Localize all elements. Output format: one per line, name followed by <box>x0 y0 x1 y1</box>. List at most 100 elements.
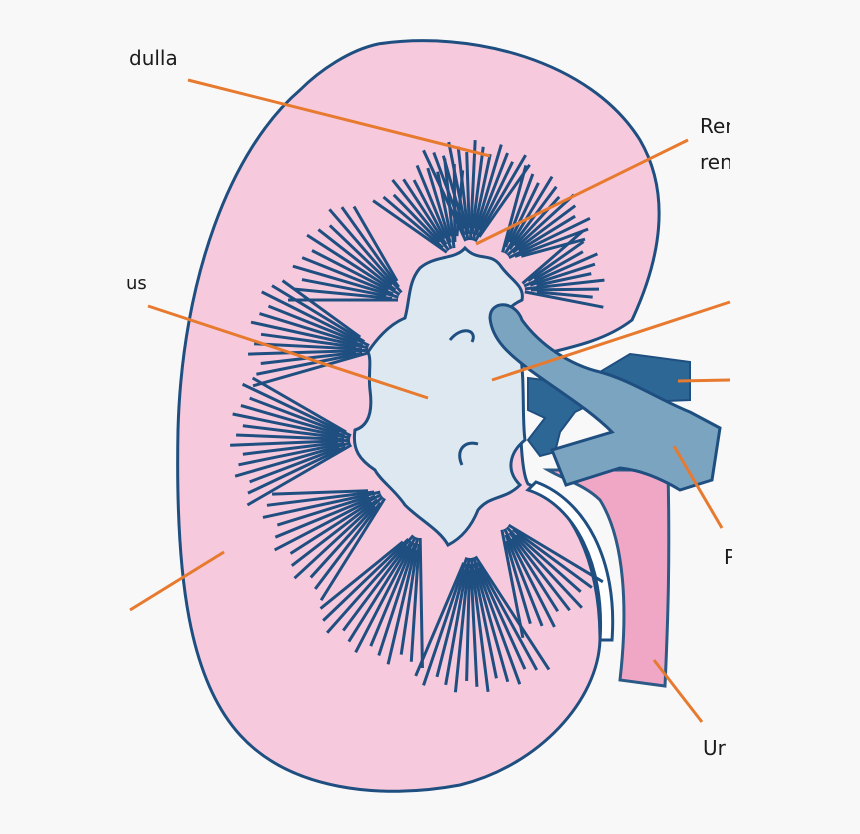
pyramid-striation <box>236 433 345 441</box>
leader-cortex <box>129 550 225 612</box>
pyramid-striation <box>500 529 525 639</box>
pyramid-striation <box>369 547 413 647</box>
pyramid-striation <box>347 540 413 643</box>
calyx-hook <box>448 329 475 343</box>
pyramid-striation <box>415 164 453 250</box>
renal-pelvis <box>352 245 527 547</box>
pyramid-striation <box>281 279 362 339</box>
pyramid-striation <box>465 152 471 229</box>
pyramid-striation <box>354 536 417 654</box>
pyramid-striation <box>504 540 532 625</box>
pyramid-striation <box>242 441 339 456</box>
pyramid-striation <box>536 290 593 299</box>
pyramid-striation <box>311 249 390 292</box>
pyramid-striation <box>372 199 448 254</box>
pyramid-striation <box>399 549 419 655</box>
pyramid-striation <box>250 320 369 350</box>
pyramid-striation <box>309 505 377 579</box>
pyramid-striation <box>503 175 554 255</box>
pyramid-striation <box>506 193 576 257</box>
pyramid-striation <box>290 498 379 567</box>
pyramid-striation <box>470 146 485 235</box>
leader-sinus <box>147 304 429 400</box>
pyramid-striation <box>256 351 363 376</box>
pyramid-striation <box>520 237 586 258</box>
pyramid-striation <box>518 214 576 252</box>
pyramid-striation <box>472 556 522 685</box>
pyramid-striation <box>386 537 420 665</box>
pyramid-striation <box>524 290 604 309</box>
hilum-gap <box>525 480 615 642</box>
pyramid-striation <box>301 278 387 298</box>
pyramid-striation <box>469 557 490 693</box>
pyramid-striation <box>306 233 401 296</box>
pyramid-striation <box>447 141 470 241</box>
label-medulla: dulla <box>129 46 178 70</box>
pyramid-striation <box>377 542 417 656</box>
pyramid-striation <box>342 544 409 632</box>
pyramid-striation <box>524 278 605 291</box>
pyramid-striation <box>514 227 589 258</box>
leader-pelvis-area <box>491 300 731 382</box>
pyramid-striation <box>262 490 381 519</box>
pyramid-striation <box>352 205 399 282</box>
pyramid-striation <box>261 290 370 347</box>
pyramid-striation <box>444 563 469 686</box>
pyramid-striation <box>455 170 465 237</box>
pyramid-striation <box>435 568 466 678</box>
pyramid-striation <box>254 342 363 351</box>
pyramid-striation <box>276 495 370 527</box>
pyramid-striation <box>402 178 448 246</box>
pyramid-striation <box>242 424 339 439</box>
pyramid-striation <box>533 250 584 281</box>
pyramid-striation <box>472 569 498 679</box>
label-renal-line2: ren <box>700 150 730 174</box>
pyramid-striation <box>436 171 453 237</box>
pyramid-striation <box>512 528 593 589</box>
label-sinus: us <box>126 273 147 294</box>
pyramid-striation <box>503 528 556 628</box>
pyramid-striation <box>271 284 366 343</box>
pyramid-striation <box>478 161 514 231</box>
leader-medulla <box>187 78 491 158</box>
pyramid-striation <box>292 264 399 299</box>
pyramid-striation <box>465 569 471 681</box>
pyramid-striation <box>248 348 369 356</box>
pyramid-striation <box>266 490 375 507</box>
pyramid-striation <box>322 537 410 622</box>
pyramid-striation <box>472 562 510 683</box>
leader-ureter <box>652 659 704 723</box>
pyramid-striation <box>474 152 509 236</box>
pyramid-striation <box>240 404 346 437</box>
renal-artery <box>488 303 722 492</box>
pyramid-striation <box>247 445 347 495</box>
pyramid-striation <box>274 494 376 539</box>
pyramid-striation <box>340 206 400 288</box>
pyramid-striation <box>443 158 456 249</box>
label-renal-line1: Ren <box>700 114 730 138</box>
pyramid-striation <box>474 555 551 671</box>
pyramid-striation <box>508 185 558 251</box>
pyramid-striation <box>259 312 364 347</box>
pyramid-striation <box>238 441 345 467</box>
pyramid-striation <box>521 229 584 285</box>
pyramid-striation <box>504 173 535 248</box>
pyramid-striation <box>508 531 571 612</box>
calyx-hook <box>458 441 479 466</box>
pyramid-striation <box>504 534 544 627</box>
pyramid-striation <box>422 556 469 686</box>
pyramid-striation <box>301 256 394 296</box>
pyramid-striation <box>505 526 583 609</box>
pyramid-striation <box>527 240 585 282</box>
pyramid-striation <box>234 441 351 478</box>
pyramid-striation <box>251 376 347 434</box>
pyramid-striation <box>382 195 444 249</box>
pyramid-striation <box>453 557 471 693</box>
pyramid-striation <box>473 154 527 243</box>
leader-vein <box>677 378 731 383</box>
pyramid-striation <box>473 153 492 229</box>
pyramid-striation <box>468 140 477 241</box>
leader-renal <box>475 138 689 246</box>
pyramid-striation <box>328 224 394 286</box>
